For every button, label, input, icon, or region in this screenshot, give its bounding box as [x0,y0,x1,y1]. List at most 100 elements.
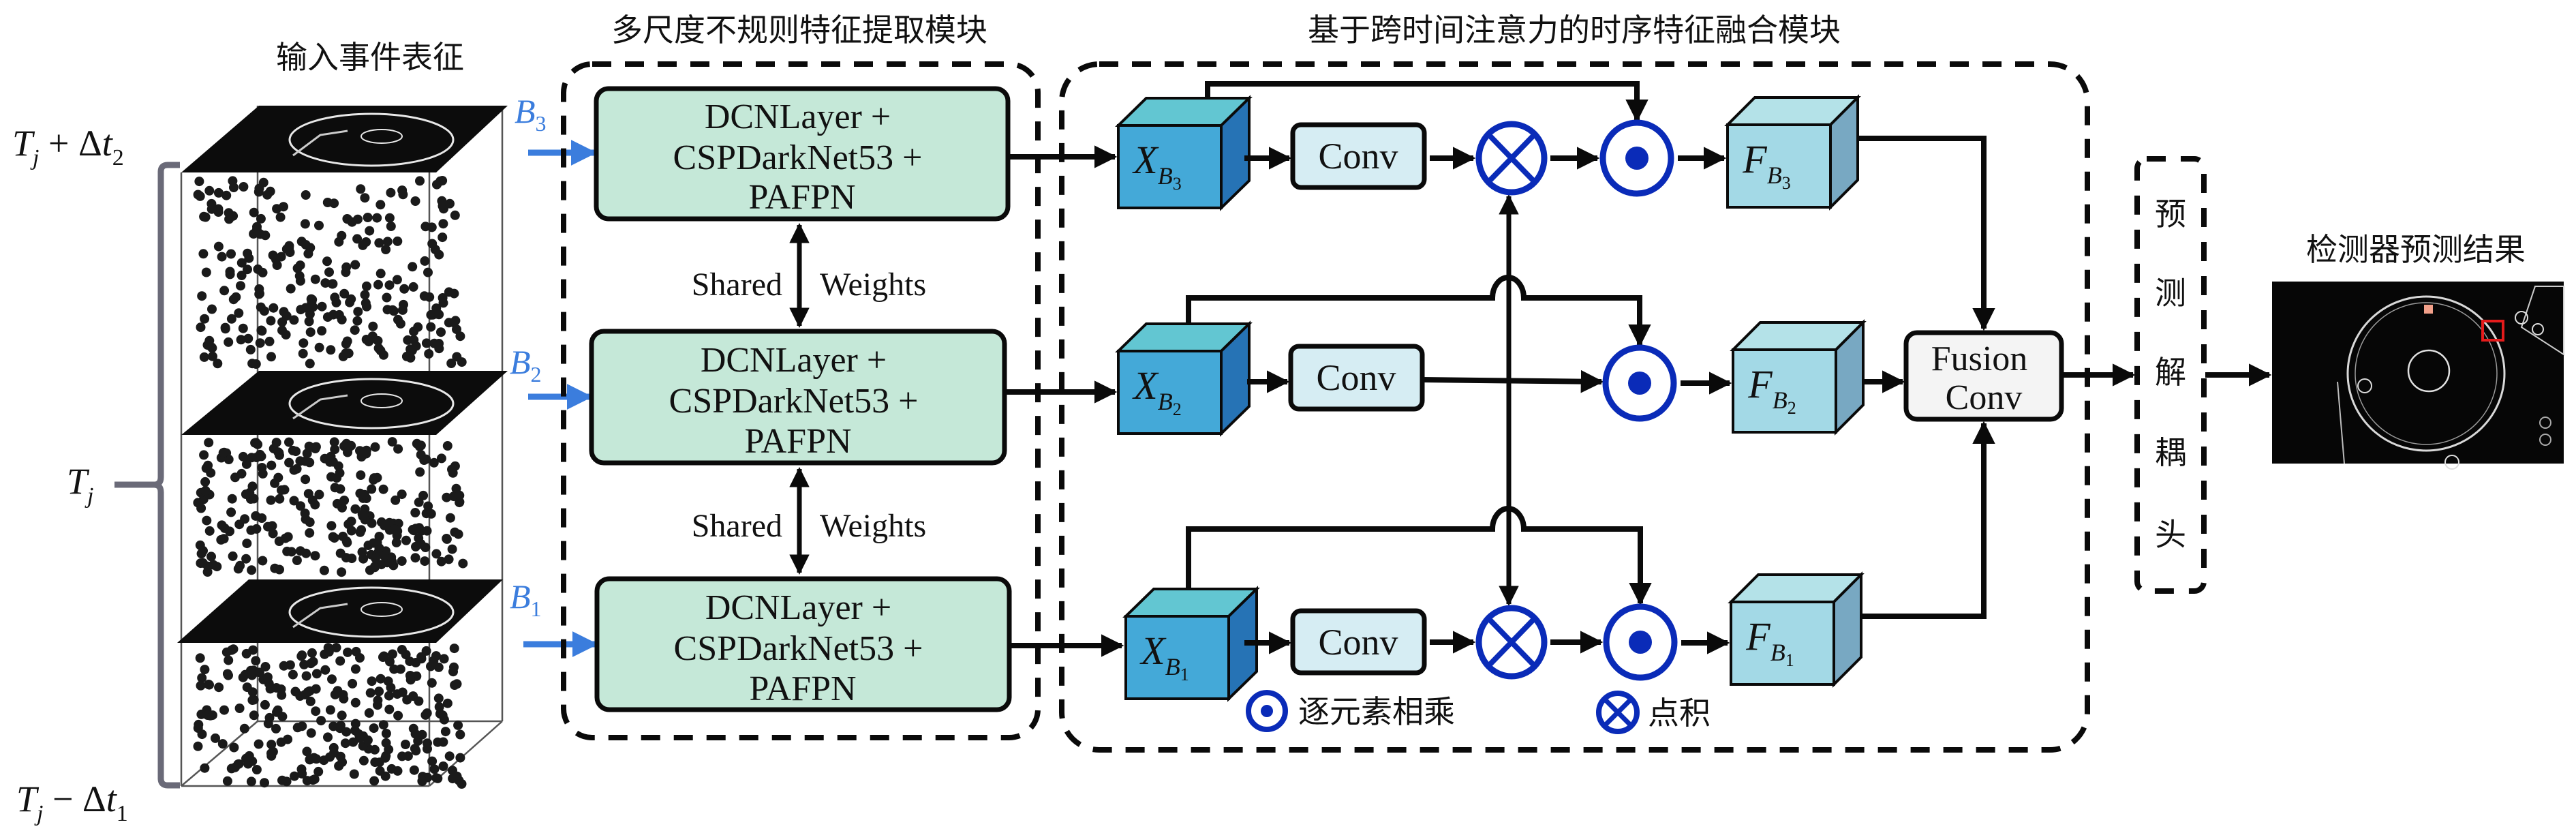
conv-block-b3[interactable]: Conv [1290,122,1427,190]
hadamard-product-icon [1246,690,1288,732]
event-point [226,314,236,324]
event-point [393,710,403,721]
event-point [367,484,377,494]
event-point [234,704,245,713]
event-point [243,265,252,275]
event-point [397,556,407,566]
prediction-head-frame[interactable] [2134,156,2207,594]
event-point [266,460,277,470]
event-point [319,565,329,575]
event-point [275,212,286,222]
event-point [343,447,352,457]
event-point [369,562,380,573]
event-point [204,680,214,690]
event-point [354,729,364,739]
event-point [365,688,375,698]
event-point [414,497,424,507]
event-point [301,671,311,681]
event-point [249,710,259,721]
event-point [369,474,379,485]
event-point [313,766,324,776]
event-point [429,764,440,774]
event-point [448,766,457,776]
event-point [289,315,299,325]
event-point [434,339,444,348]
event-point [343,348,354,359]
event-point [252,222,262,232]
event-point [342,214,352,224]
event-point [437,196,447,206]
event-point [438,232,448,243]
event-point [333,461,343,471]
time-label-top: Tj + Δt2 [12,123,124,170]
detection-box-highlight [2481,320,2504,342]
event-point [373,343,384,353]
event-point [193,741,203,751]
conv-block-b1[interactable]: Conv [1290,608,1427,676]
event-point [408,282,418,292]
event-point [442,441,453,451]
event-point [369,723,379,734]
event-point [272,707,281,717]
event-point [453,720,463,730]
event-point [298,338,309,348]
event-point [271,723,281,734]
backbone-block-b2[interactable]: DCNLayer + CSPDarkNet53 + PAFPN [589,329,1007,466]
bypass-xb3 [1205,81,1649,123]
event-point [375,269,386,279]
backbone-block-b1[interactable]: DCNLayer + CSPDarkNet53 + PAFPN [594,576,1012,712]
event-point [277,775,287,785]
event-point [358,755,369,766]
event-point [421,646,431,656]
event-point [356,525,367,535]
feature-cube-x-b1-label: XB1 [1139,629,1189,684]
event-point [258,556,268,566]
event-point [277,317,288,327]
event-point [423,267,433,277]
event-point [436,556,446,566]
event-point [199,450,209,460]
event-point [301,240,311,250]
event-point [337,710,347,721]
event-point [357,547,367,557]
event-point [448,667,458,677]
event-point [268,528,278,539]
event-point [266,352,276,362]
event-point [325,705,335,715]
event-point [266,740,277,750]
event-point [397,751,407,761]
event-point [238,323,248,333]
event-point [292,556,302,565]
event-point [303,687,313,697]
backbone-block-b3[interactable]: DCNLayer + CSPDarkNet53 + PAFPN [594,86,1011,222]
event-point [260,778,269,788]
event-point [235,560,245,571]
event-point [196,549,206,559]
event-point [311,669,322,679]
event-point [303,489,313,499]
event-point [343,647,353,657]
extraction-module-title: 多尺度不规则特征提取模块 [611,12,987,48]
event-point [239,723,249,734]
event-point [286,284,296,294]
event-point [390,495,401,505]
event-point [384,744,394,755]
event-point [417,776,427,786]
event-point [200,763,210,773]
event-point [228,176,238,186]
event-point [294,271,305,281]
event-point [219,534,229,544]
event-point [258,468,268,479]
event-point [397,687,408,697]
event-point [374,238,384,248]
conv-block-b2[interactable]: Conv [1288,344,1425,412]
event-point [448,774,458,784]
event-point [297,721,307,731]
fusion-conv-block[interactable]: Fusion Conv [1903,330,2064,422]
event-point [352,316,363,326]
event-point [427,678,437,688]
event-point [305,696,316,706]
event-point [193,498,203,508]
event-point [314,220,324,230]
time-label-mid: Tj [67,461,94,509]
